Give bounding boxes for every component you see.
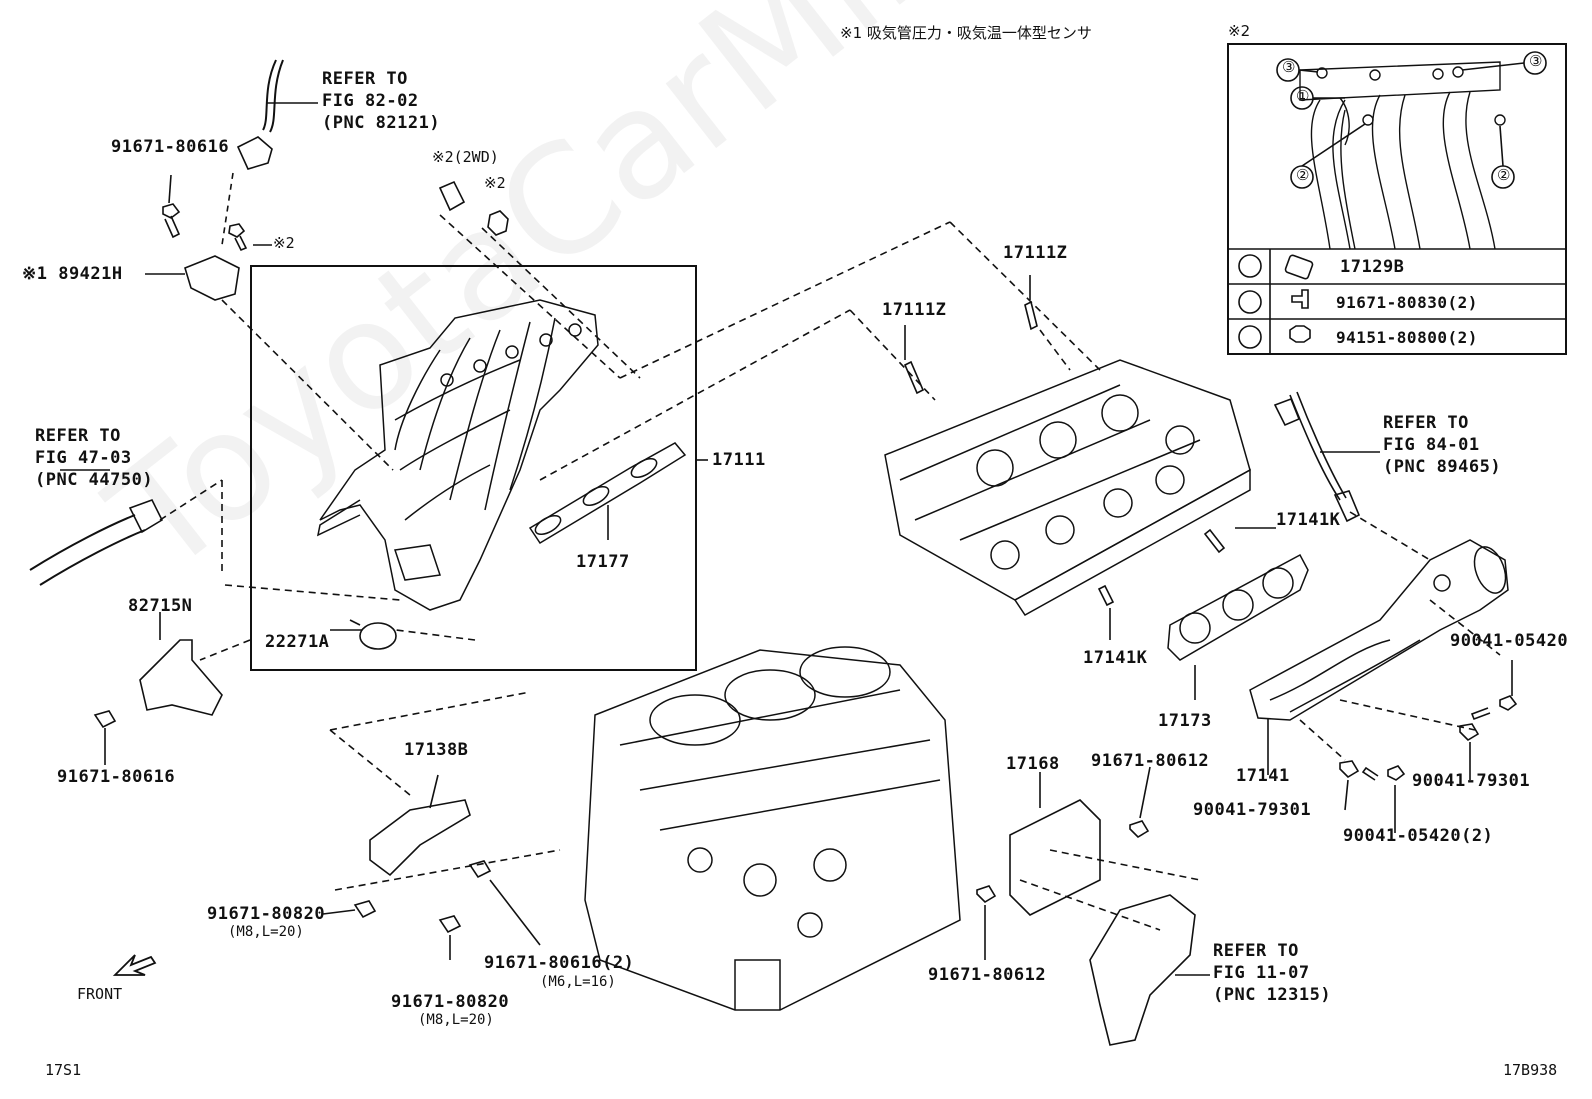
part-label-91671-80820[interactable]: 91671-80820 <box>207 904 326 924</box>
bolt-mark2 <box>228 223 248 252</box>
inset-callout-2: ② <box>1296 166 1310 184</box>
part-label-17177[interactable]: 17177 <box>576 552 630 572</box>
part-spec: (M8,L=20) <box>228 924 304 940</box>
inset-callout-2: ② <box>1497 166 1511 184</box>
part-label-17173[interactable]: 17173 <box>1158 711 1212 731</box>
mark2-label: ※2 <box>273 234 295 252</box>
intake-manifold-group-box <box>250 265 697 671</box>
mark2-2wd-label: ※2(2WD) <box>432 148 499 166</box>
cylinder-block-drawing <box>584 646 961 1011</box>
part-label-90041-05420-2[interactable]: 90041-05420(2) <box>1343 826 1494 846</box>
part-label-91671-80616-mid[interactable]: 91671-80616 <box>57 767 176 787</box>
refer-line: REFER TO <box>1383 413 1469 433</box>
intake-manifold-drawing <box>316 299 599 611</box>
refer-fig-11-07[interactable]: REFER TO FIG 11-07 (PNC 12315) <box>1213 940 1331 1006</box>
bracket-17138B <box>369 799 471 877</box>
inset-part-91671-80830[interactable]: 91671-80830(2) <box>1336 293 1478 312</box>
refer-line: REFER TO <box>322 69 408 89</box>
part-label-91671-80616-top[interactable]: 91671-80616 <box>111 137 230 157</box>
figure-code-left: 17S1 <box>45 1061 82 1079</box>
refer-line: FIG 82-02 <box>322 91 419 111</box>
refer-line: FIG 47-03 <box>35 448 132 468</box>
refer-fig-82-02[interactable]: REFER TO FIG 82-02 (PNC 82121) <box>322 68 440 134</box>
part-label-17138B[interactable]: 17138B <box>404 740 469 760</box>
refer-line: REFER TO <box>35 426 121 446</box>
exhaust-manifold-17141 <box>1249 539 1509 721</box>
refer-line: (PNC 12315) <box>1213 985 1332 1005</box>
refer-fig-84-01[interactable]: REFER TO FIG 84-01 (PNC 89465) <box>1383 412 1501 478</box>
bracket-82715N <box>139 639 223 716</box>
part-label-22271A[interactable]: 22271A <box>265 632 330 652</box>
part-label-90041-79301[interactable]: 90041-79301 <box>1193 800 1312 820</box>
shield-17168 <box>1009 799 1101 916</box>
front-label: FRONT <box>77 985 123 1003</box>
part-label-91671-80612[interactable]: 91671-80612 <box>928 965 1047 985</box>
inset-callout-1: ① <box>1296 87 1310 105</box>
mark2-label: ※2 <box>484 174 506 192</box>
part-label-17111Z[interactable]: 17111Z <box>1003 243 1068 263</box>
part-label-89421H[interactable]: ※1 89421H <box>22 264 123 284</box>
refer-line: (PNC 82121) <box>322 113 441 133</box>
part-spec: (M8,L=20) <box>418 1012 494 1028</box>
part-label-17141K[interactable]: 17141K <box>1276 510 1341 530</box>
refer-line: REFER TO <box>1213 941 1299 961</box>
part-label-90041-05420[interactable]: 90041-05420 <box>1450 631 1569 651</box>
refer-line: (PNC 89465) <box>1383 457 1502 477</box>
inset-box <box>1227 43 1567 355</box>
part-label-17141[interactable]: 17141 <box>1236 766 1290 786</box>
refer-line: FIG 84-01 <box>1383 435 1480 455</box>
front-arrow <box>112 954 157 976</box>
inset-manifold-drawing <box>1299 61 1506 250</box>
note-mark2: ※2 <box>1228 22 1251 40</box>
bolt-91671-80616-top <box>162 203 181 239</box>
engine-mount-bracket <box>1089 894 1196 1046</box>
refer-line: FIG 11-07 <box>1213 963 1310 983</box>
inset-part-94151-80800[interactable]: 94151-80800(2) <box>1336 328 1478 347</box>
inset-callout-3: ③ <box>1282 58 1296 76</box>
gasket-17177 <box>528 442 687 545</box>
inset-part-17129B[interactable]: 17129B <box>1340 257 1405 277</box>
part-label-17141K[interactable]: 17141K <box>1083 648 1148 668</box>
figure-code-right: 17B938 <box>1503 1061 1558 1079</box>
part-label-17168[interactable]: 17168 <box>1006 754 1060 774</box>
note-sensor-description: ※1 吸気管圧力・吸気温一体型センサ <box>840 24 1092 42</box>
part-label-91671-80820[interactable]: 91671-80820 <box>391 992 510 1012</box>
part-label-17111[interactable]: 17111 <box>712 450 766 470</box>
part-label-82715N[interactable]: 82715N <box>128 596 193 616</box>
inset-callout-3: ③ <box>1529 52 1543 70</box>
cylinder-head-drawing <box>884 359 1251 616</box>
part-label-17111Z[interactable]: 17111Z <box>882 300 947 320</box>
refer-line: (PNC 44750) <box>35 470 154 490</box>
part-label-90041-79301[interactable]: 90041-79301 <box>1412 771 1531 791</box>
part-label-91671-80616-2[interactable]: 91671-80616(2) <box>484 953 635 973</box>
refer-fig-47-03[interactable]: REFER TO FIG 47-03 (PNC 44750) <box>35 425 153 491</box>
part-spec: (M6,L=16) <box>540 974 616 990</box>
exhaust-gasket-17173 <box>1167 553 1309 661</box>
part-label-91671-80612[interactable]: 91671-80612 <box>1091 751 1210 771</box>
